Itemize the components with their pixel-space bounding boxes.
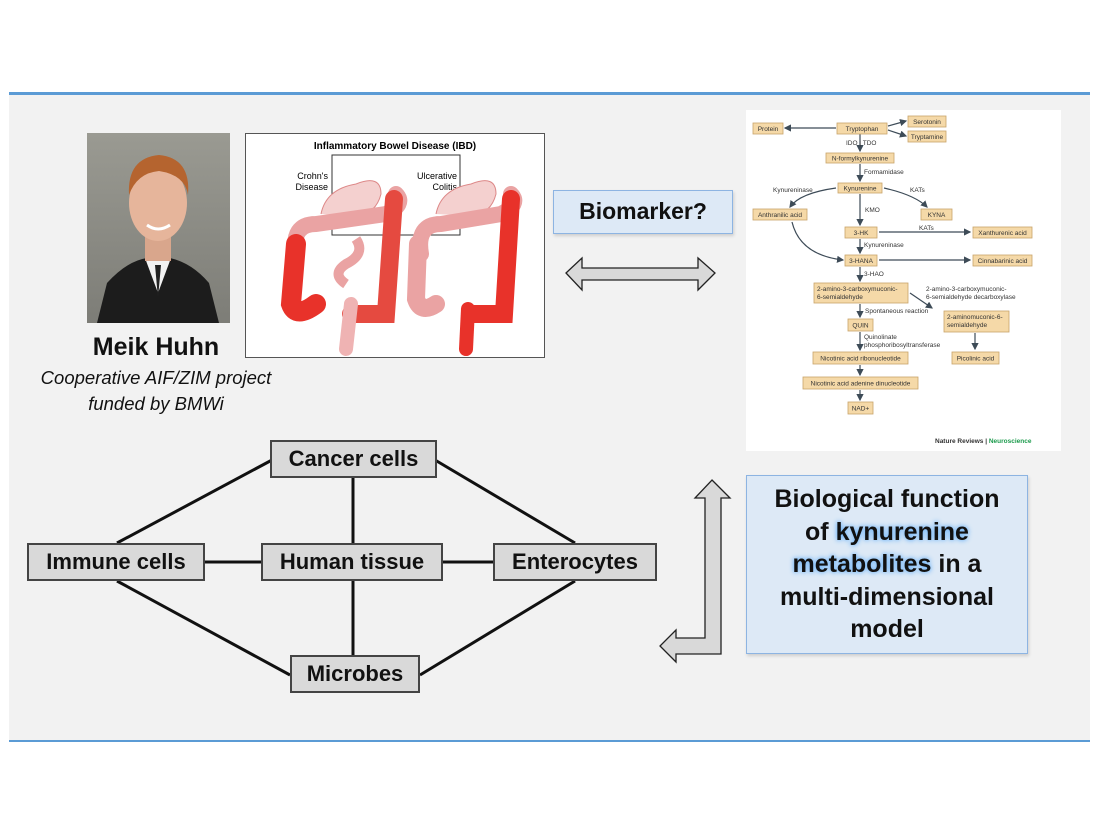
enzyme-kats-1: KATs (910, 187, 925, 194)
enzyme-kynureninase-1: Kynureninase (773, 187, 813, 194)
pathway-node-box-nad (847, 401, 874, 415)
pathway-node-box-tryptamine (907, 130, 947, 143)
pathway-node-cinnabarinic: Cinnabarinic acid (978, 258, 1028, 265)
node-microbes: Microbes (290, 655, 420, 693)
pathway-node-namn: Nicotinic acid ribonucleotide (820, 355, 901, 362)
colitis-label-1: Ulcerative (417, 171, 457, 181)
double-arrow-icon (565, 256, 716, 292)
pathway-node-box-kyna (920, 208, 953, 221)
enzyme-kats-2: KATs (919, 225, 934, 232)
elbow-double-arrow-icon (659, 479, 732, 664)
pathway-node-protein: Protein (758, 126, 779, 133)
figure-credit: Nature Reviews | Neuroscience (935, 438, 1032, 445)
pathway-node-box-serotonin (907, 115, 947, 128)
enzyme-qprt-1: Quinolinate (864, 334, 897, 341)
person-affiliation: Cooperative AIF/ZIM project funded by BM… (10, 365, 302, 417)
ibd-illustration: Inflammatory Bowel Disease (IBD) Crohn's… (245, 133, 545, 358)
function-line-3: metabolites in a (792, 550, 982, 578)
colitis-label-2: Colitis (432, 182, 457, 192)
pathway-node-box-hk (844, 226, 878, 239)
pathway-node-box-anthranilic (752, 208, 808, 221)
pathway-node-box-picolinic (951, 351, 1000, 365)
pathway-node-hk: 3-HK (854, 230, 869, 237)
enzyme-ido-tdo: IDO | TDO (846, 140, 876, 147)
node-human-tissue: Human tissue (261, 543, 443, 581)
pathway-node-nfk: N-formylkynurenine (832, 155, 889, 162)
highlight-metabolites: metabolites (792, 550, 932, 578)
highlight-kynurenine: kynurenine (835, 517, 969, 546)
portrait-photo (87, 133, 230, 323)
crohns-colon-icon (280, 180, 408, 356)
crohns-label-1: Crohn's (297, 171, 328, 181)
pathway-node-box-cinnabarinic (972, 254, 1033, 267)
ibd-title: Inflammatory Bowel Disease (IBD) (314, 141, 476, 152)
pathway-node-quin: QUIN (852, 322, 869, 329)
pathway-node-box-acms (813, 282, 909, 304)
enzyme-formamidase: Formamidase (864, 169, 904, 176)
pathway-node-nad: NAD+ (852, 405, 870, 412)
function-line-4: multi-dimensional (780, 582, 994, 611)
pathway-node-box-hana (844, 254, 878, 267)
function-box: Biological function of kynurenine metabo… (746, 475, 1028, 654)
node-immune-cells: Immune cells (27, 543, 205, 581)
pathway-node-box-protein (752, 122, 784, 135)
function-line-5: model (850, 615, 924, 643)
network-connections (116, 458, 576, 677)
node-cancer-cells: Cancer cells (270, 440, 437, 478)
pathway-node-picolinic: Picolinic acid (957, 355, 995, 362)
function-line-1: Biological function (774, 485, 1000, 513)
pathway-node-kynurenine: Kynurenine (844, 185, 877, 192)
pathway-node-box-naad (802, 376, 919, 390)
pathway-node-ams2: semialdehyde (947, 322, 987, 329)
biomarker-box: Biomarker? (553, 190, 733, 234)
affiliation-line-2: funded by BMWi (88, 393, 224, 414)
pathway-node-hana: 3-HANA (849, 258, 874, 265)
enzyme-3-hao: 3-HAO (864, 271, 884, 278)
node-enterocytes: Enterocytes (493, 543, 657, 581)
pathway-node-box-tryptophan (836, 122, 888, 135)
enzyme-kmo: KMO (865, 207, 880, 214)
pathway-node-xanthurenic: Xanthurenic acid (978, 230, 1027, 237)
crohns-label-2: Disease (295, 182, 328, 192)
enzyme-spontaneous: Spontaneous reaction (865, 308, 929, 315)
pathway-node-box-nfk (825, 152, 895, 164)
kynurenine-pathway-figure (746, 110, 1061, 451)
pathway-node-box-quin (847, 318, 874, 332)
pathway-node-acms2: 6-semialdehyde (817, 294, 863, 301)
pathway-node-acms1: 2-amino-3-carboxymuconic- (817, 286, 898, 293)
pathway-node-kyna: KYNA (928, 212, 946, 219)
pathway-node-box-kynurenine (837, 182, 883, 194)
pathway-node-serotonin: Serotonin (913, 119, 941, 126)
pathway-node-anthranilic: Anthranilic acid (758, 212, 802, 219)
pathway-node-box-ams (943, 310, 1010, 333)
enzyme-kynureninase-2: Kynureninase (864, 242, 904, 249)
affiliation-line-1: Cooperative AIF/ZIM project (40, 367, 272, 388)
function-line-2: of kynurenine (805, 517, 969, 546)
person-name: Meik Huhn (92, 333, 220, 361)
pathway-node-ams1: 2-aminomuconic-6- (947, 314, 1003, 321)
colitis-colon-icon (406, 180, 523, 356)
enzyme-qprt-2: phosphoribosyltransferase (864, 342, 941, 349)
enzyme-decarboxylase-1: 2-amino-3-carboxymuconic- (926, 286, 1007, 293)
person-silhouette-icon (97, 155, 219, 323)
pathway-node-tryptophan: Tryptophan (846, 126, 879, 133)
pathway-node-naad: Nicotinic acid adenine dinucleotide (811, 380, 911, 387)
enzyme-decarboxylase-2: 6-semialdehyde decarboxylase (926, 294, 1016, 301)
pathway-node-box-namn (812, 351, 909, 365)
pathway-node-tryptamine: Tryptamine (911, 134, 944, 141)
pathway-node-box-xanthurenic (972, 226, 1033, 239)
